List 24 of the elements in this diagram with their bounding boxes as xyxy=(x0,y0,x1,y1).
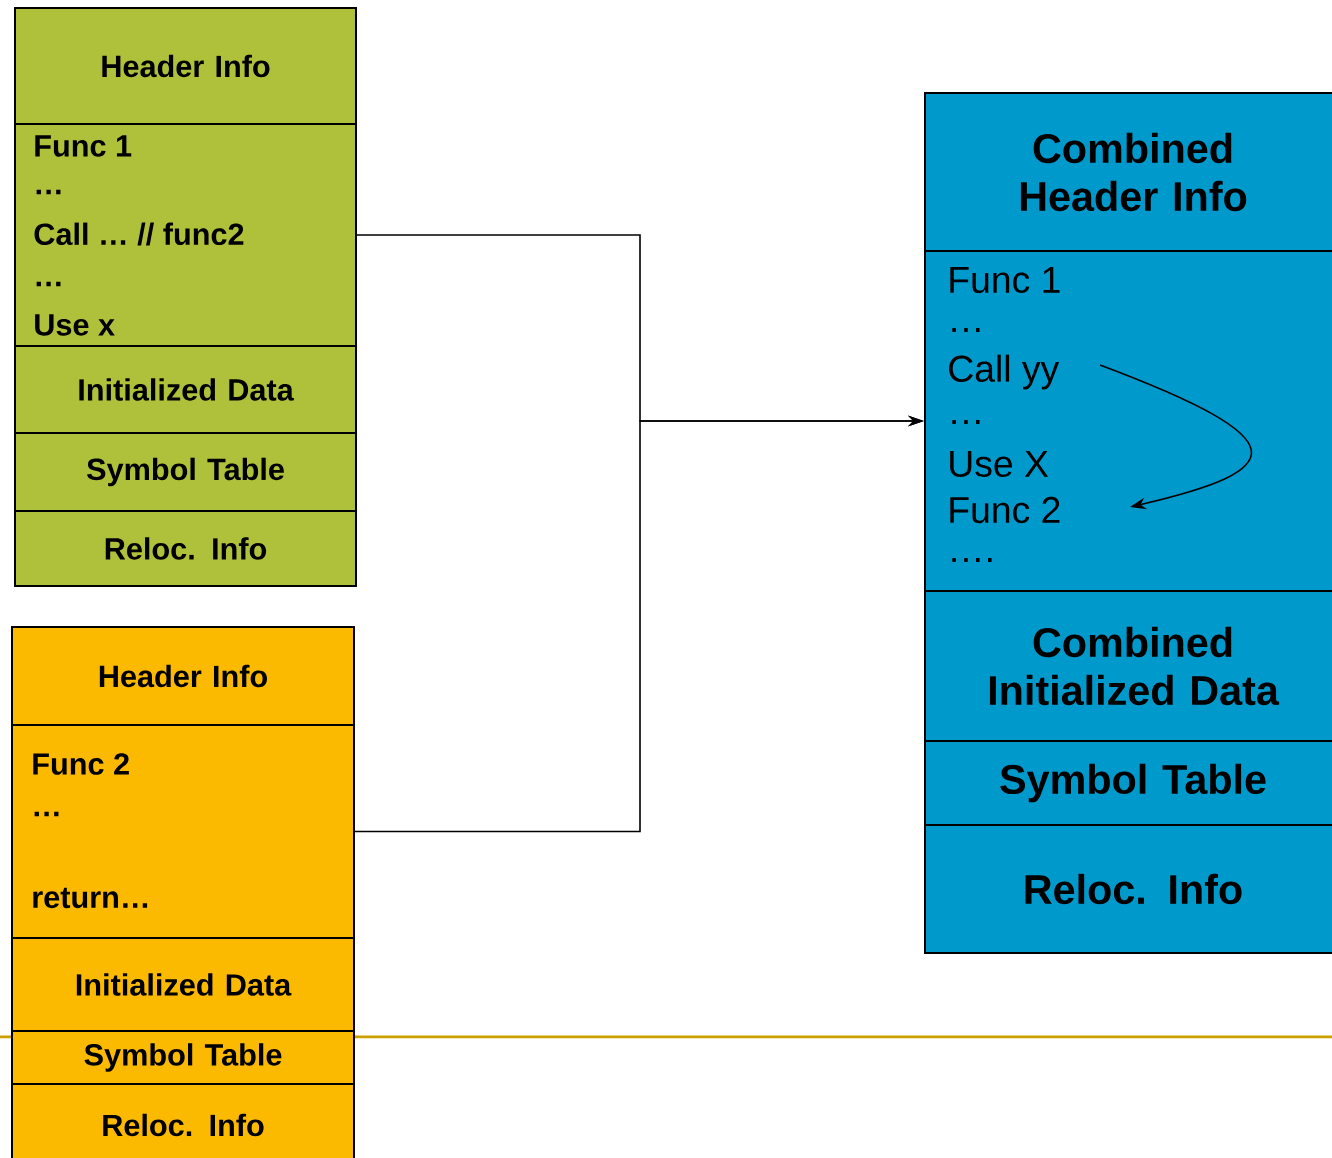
section-box: Reloc. Info xyxy=(11,1083,355,1158)
node-label: Func 1 xyxy=(950,266,1060,294)
section-box: Reloc. Info xyxy=(14,510,357,587)
node-label: Combined Initialized Data xyxy=(989,626,1280,706)
section-box: Reloc. Info xyxy=(924,824,1332,954)
node-label: …. xyxy=(952,558,992,563)
node-label: … xyxy=(952,328,980,333)
section-box: Combined Header Info xyxy=(924,92,1332,252)
node-label: Combined Header Info xyxy=(1020,132,1247,212)
section-box: Combined Initialized Data xyxy=(924,590,1332,742)
node-label: Call yy xyxy=(949,354,1060,390)
section-box: Initialized Data xyxy=(14,345,357,434)
section-box: Initialized Data xyxy=(11,937,355,1032)
node-label: Symbol Table xyxy=(1000,763,1266,803)
node-label: Use X xyxy=(950,450,1049,478)
section-box: Header Info xyxy=(14,7,357,125)
section-box: Symbol Table xyxy=(924,740,1332,826)
section-box: Symbol Table xyxy=(14,432,357,512)
node-label: Func 2 xyxy=(950,496,1060,524)
node-label: … xyxy=(952,420,980,425)
section-box: Symbol Table xyxy=(11,1030,355,1085)
node-label: Reloc. Info xyxy=(1025,873,1242,905)
node-label: Reloc. Info xyxy=(103,1113,264,1137)
section-box: Header Info xyxy=(11,626,355,726)
